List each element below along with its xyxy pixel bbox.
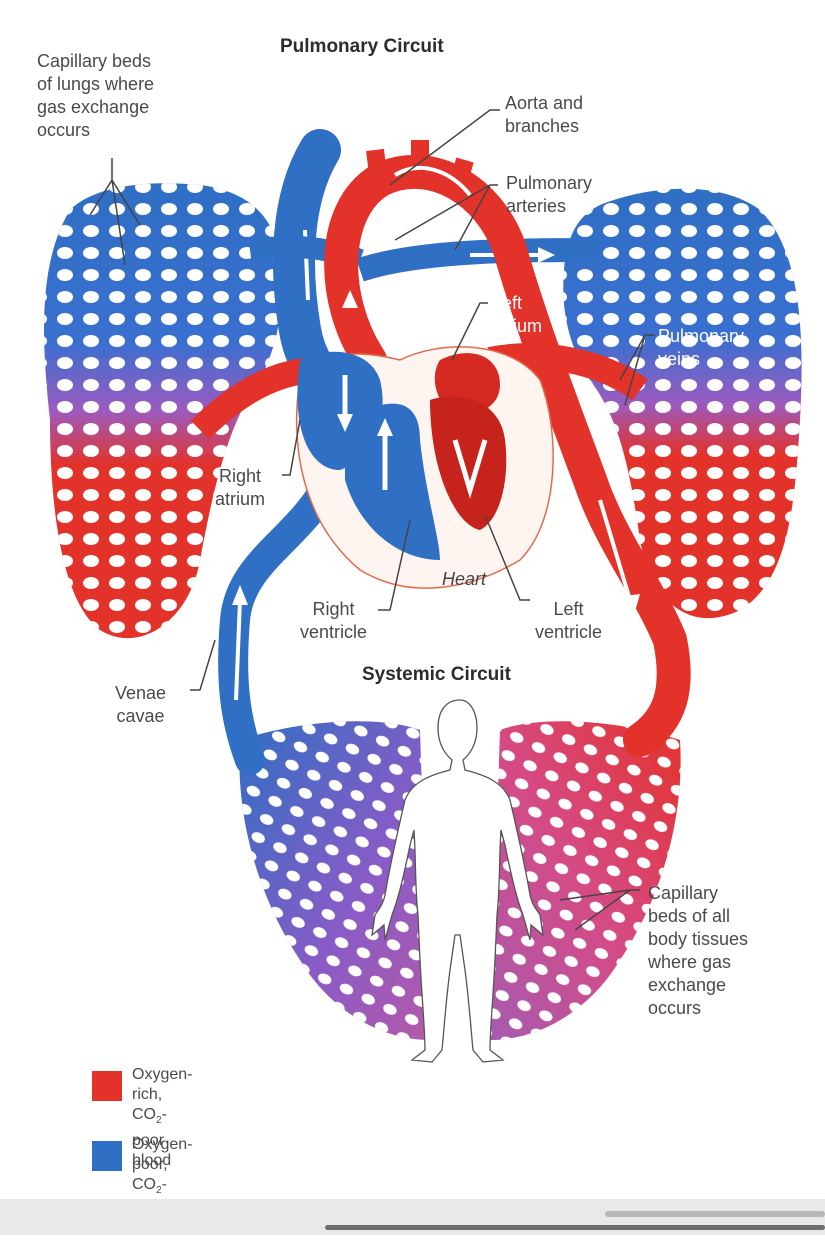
right-lung-capillary-bed: [563, 188, 802, 619]
pulmonary-circuit-heading: Pulmonary Circuit: [280, 36, 444, 57]
legend-oxygen-poor-co: CO: [132, 1176, 156, 1193]
label-body-capillaries: Capillary beds of all body tissues where…: [648, 883, 749, 1018]
leader-lines: [89, 109, 655, 931]
label-aorta: Aorta and branches: [505, 93, 584, 136]
legend-oxygen-poor-sub: 2: [156, 1185, 162, 1197]
body-capillary-bed-right: [490, 721, 681, 1040]
legend-oxygen-rich-line2: -poor blood: [132, 1106, 172, 1170]
label-venae-cavae: Venae cavae: [115, 683, 167, 726]
label-left-atrium: Left atrium: [492, 293, 543, 336]
legend-oxygen-rich-text: Oxygen-rich, CO2-poor blood: [132, 1065, 192, 1171]
label-lung-capillaries: Capillary beds of lungs where gas exchan…: [37, 51, 155, 140]
right-ventricle-shape: [345, 403, 440, 560]
label-heart: Heart: [442, 569, 487, 589]
venae-cavae-vessel: [218, 465, 345, 775]
left-ventricle-shape: [430, 396, 507, 530]
label-left-ventricle: Left ventricle: [535, 599, 603, 642]
circulation-diagram: [44, 109, 802, 1063]
swatch-oxygen-poor: [92, 1141, 122, 1171]
body-capillary-bed-left: [239, 721, 430, 1040]
human-silhouette: [371, 699, 544, 1063]
label-pulmonary-arteries: Pulmonary arteries: [506, 173, 593, 216]
aorta-arch: [324, 154, 691, 757]
legend-oxygen-poor-line1: Oxygen-poor,: [132, 1136, 193, 1173]
label-right-atrium: Right atrium: [215, 466, 266, 509]
left-lung-capillary-bed: [44, 183, 282, 639]
label-right-ventricle: Right ventricle: [300, 599, 368, 642]
legend-oxygen-rich-sub: 2: [156, 1115, 162, 1127]
horizontal-scrollbar[interactable]: [325, 1225, 825, 1230]
legend-oxygen-rich-line1: Oxygen-rich,: [132, 1066, 193, 1103]
bottom-scroll-area: [0, 1199, 825, 1235]
systemic-circuit-heading: Systemic Circuit: [362, 664, 511, 685]
legend-oxygen-rich-co: CO: [132, 1106, 156, 1123]
label-pulmonary-veins: Pulmonary veins: [658, 326, 745, 369]
pulmonary-artery-right: [356, 238, 601, 282]
scrollbar-track-indicator[interactable]: [605, 1211, 825, 1217]
swatch-oxygen-rich: [92, 1071, 122, 1101]
